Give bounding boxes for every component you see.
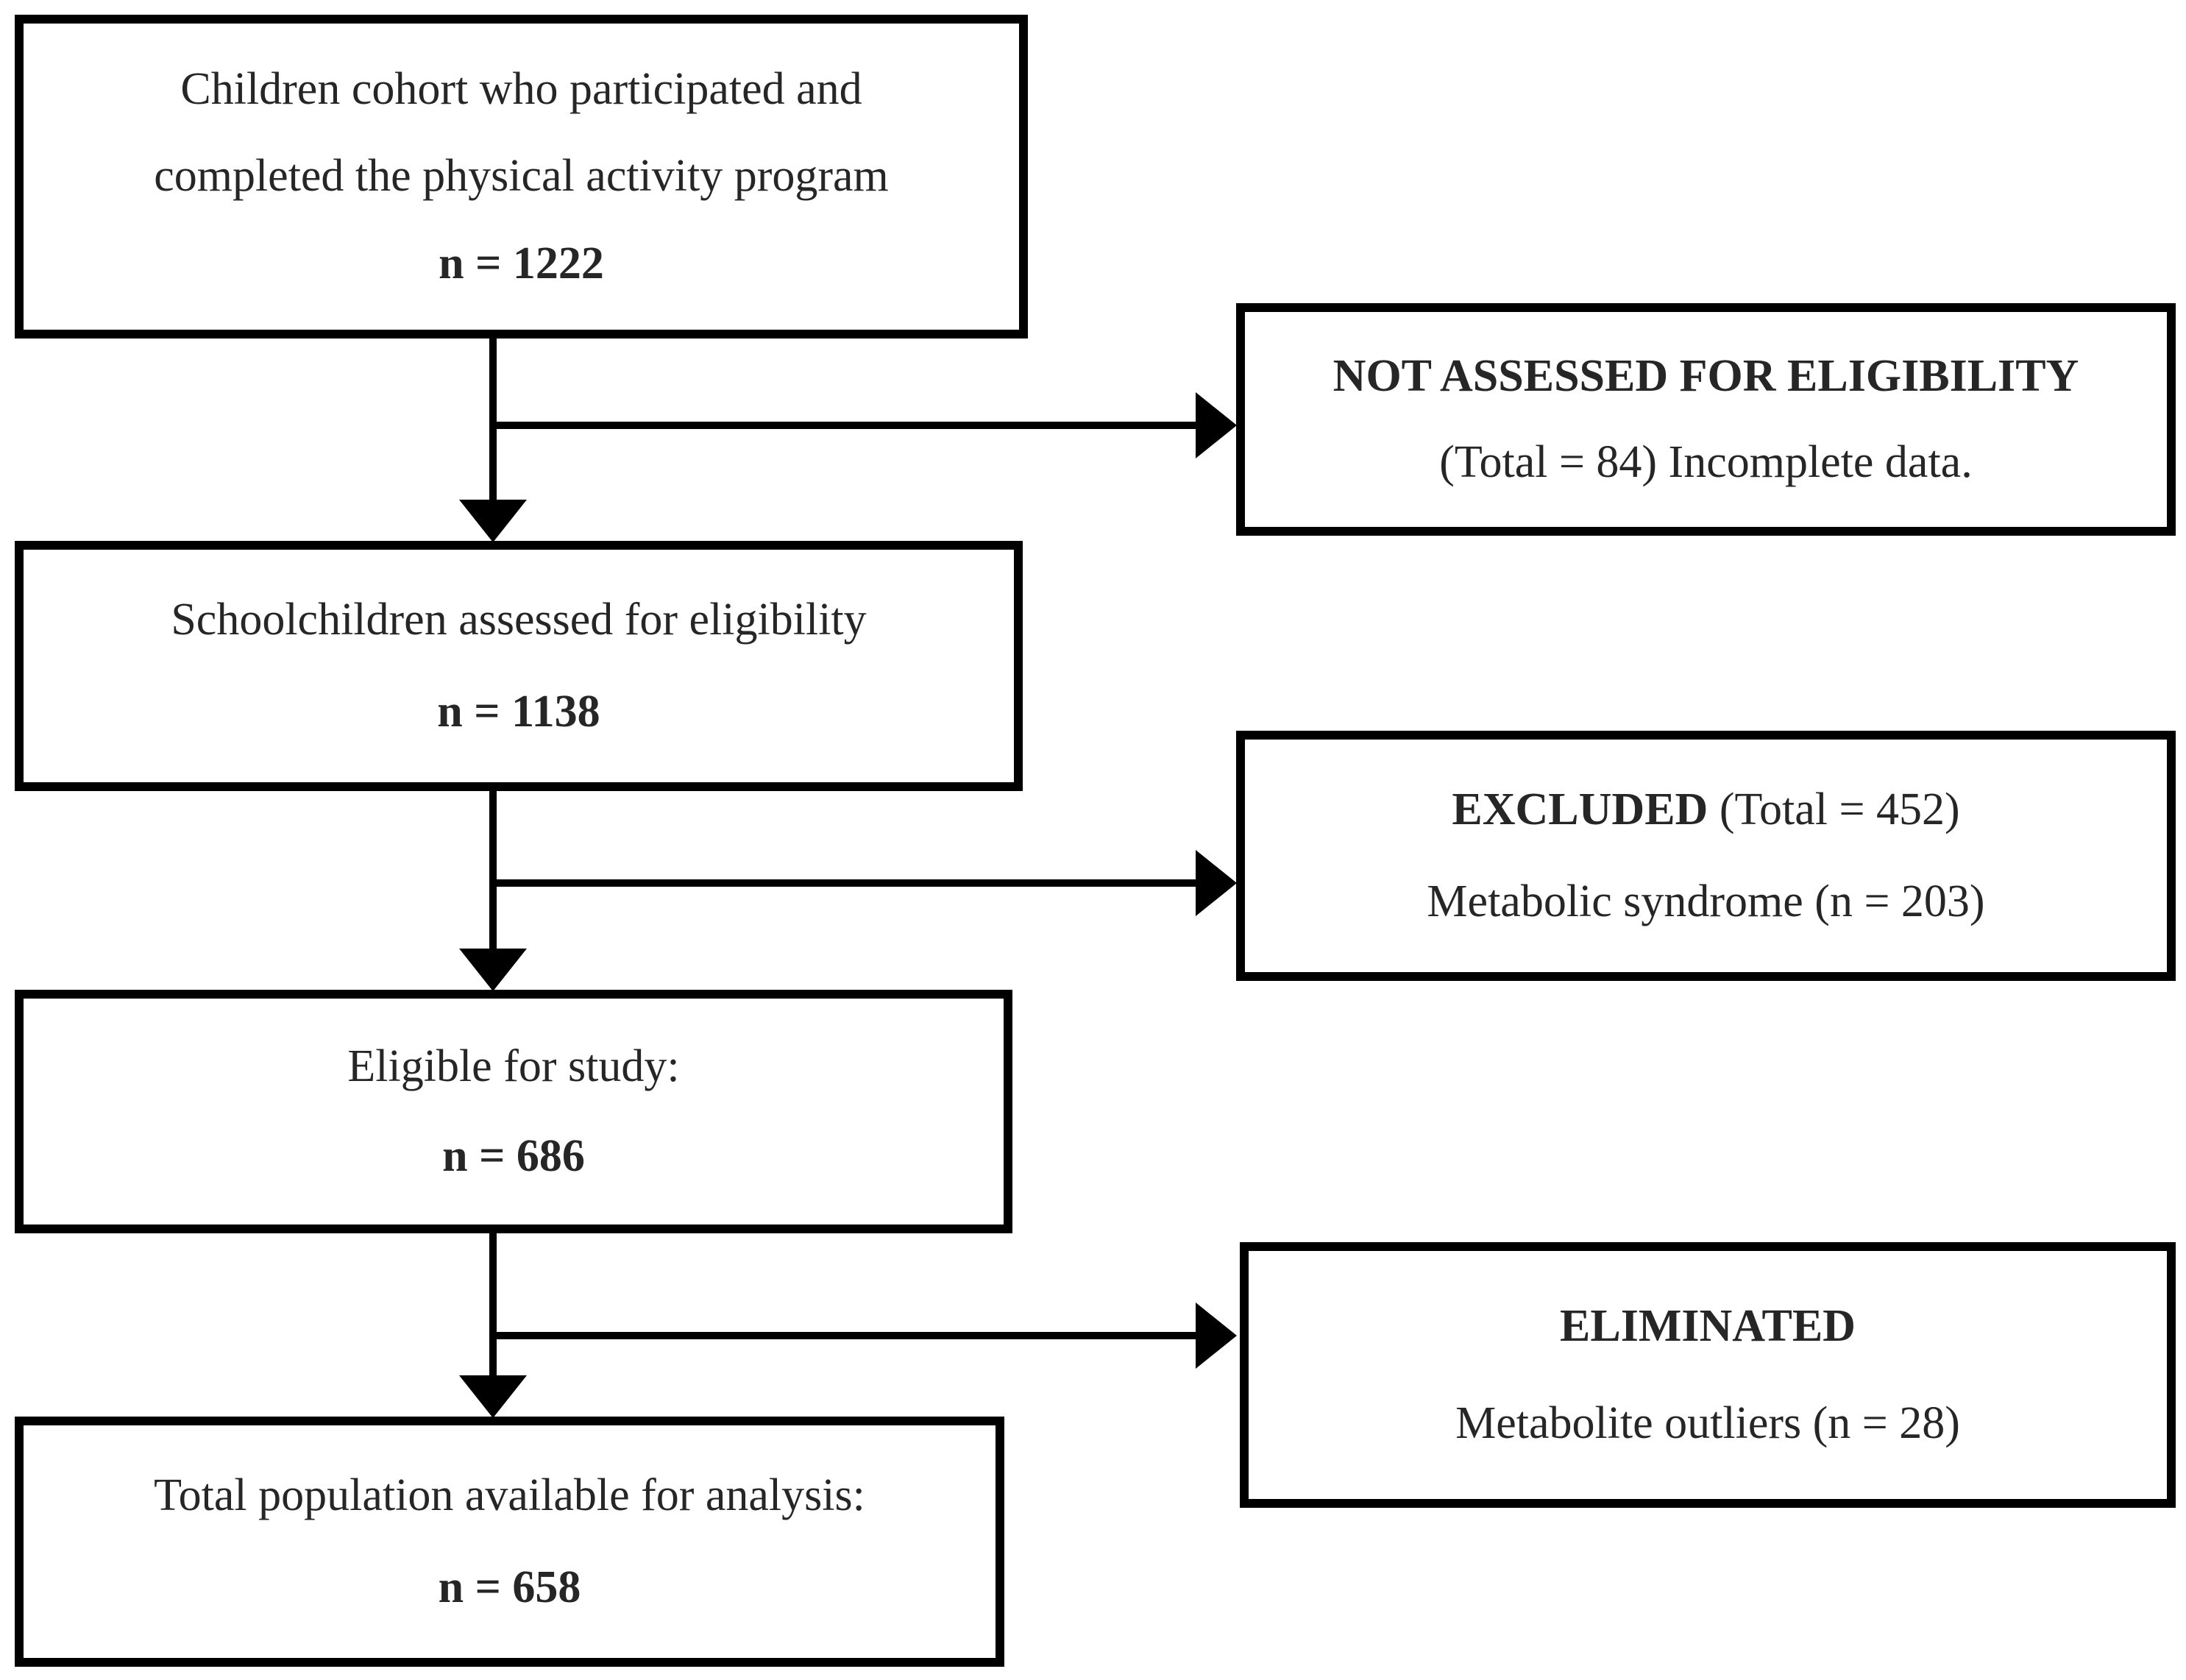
eliminated-detail: Metabolite outliers (n = 28) xyxy=(1455,1397,1960,1448)
excluded-title-detail: (Total = 452) xyxy=(1708,784,1960,834)
excluded-title: EXCLUDED xyxy=(1452,784,1708,834)
assessed-count-label: n = 1138 xyxy=(437,686,600,737)
arrow-down-icon xyxy=(459,1375,527,1418)
connector-to-not-assessed xyxy=(489,422,1197,429)
eliminated-title: ELIMINATED xyxy=(1560,1300,1856,1351)
box-children-cohort: Children cohort who participated and com… xyxy=(15,15,1028,339)
box-not-assessed: NOT ASSESSED FOR ELIGIBILITY (Total = 84… xyxy=(1236,303,2176,536)
arrow-right-icon xyxy=(1196,1302,1237,1369)
box-eligible-for-study: Eligible for study: n = 686 xyxy=(15,990,1012,1233)
connector-to-excluded xyxy=(489,879,1197,887)
cohort-count-label: n = 1222 xyxy=(439,238,604,289)
arrow-down-icon xyxy=(459,949,527,991)
box-total-population-analysis: Total population available for analysis:… xyxy=(15,1417,1004,1667)
assessed-line-1: Schoolchildren assessed for eligibility xyxy=(171,594,867,645)
arrow-right-icon xyxy=(1196,392,1237,458)
cohort-line-2: completed the physical activity program xyxy=(154,151,889,202)
cohort-line-1: Children cohort who participated and xyxy=(180,63,862,114)
excluded-detail: Metabolic syndrome (n = 203) xyxy=(1427,876,1985,926)
connector-assessed-to-eligible xyxy=(489,788,497,957)
box-eliminated: ELIMINATED Metabolite outliers (n = 28) xyxy=(1240,1242,2176,1508)
eligible-line-1: Eligible for study: xyxy=(347,1041,680,1091)
arrow-right-icon xyxy=(1196,850,1237,916)
arrow-down-icon xyxy=(459,500,527,542)
eligible-count-label: n = 686 xyxy=(442,1130,585,1181)
connector-eligible-to-analysis xyxy=(489,1230,497,1385)
not-assessed-detail: (Total = 84) Incomplete data. xyxy=(1439,436,1973,487)
analysis-line-1: Total population available for analysis: xyxy=(154,1470,865,1520)
connector-to-eliminated xyxy=(489,1332,1197,1339)
box-excluded: EXCLUDED (Total = 452) Metabolic syndrom… xyxy=(1236,731,2176,981)
excluded-title-line: EXCLUDED (Total = 452) xyxy=(1452,784,1959,836)
box-schoolchildren-assessed: Schoolchildren assessed for eligibility … xyxy=(15,541,1023,791)
not-assessed-title: NOT ASSESSED FOR ELIGIBILITY xyxy=(1332,350,2079,401)
analysis-count-label: n = 658 xyxy=(438,1562,581,1612)
